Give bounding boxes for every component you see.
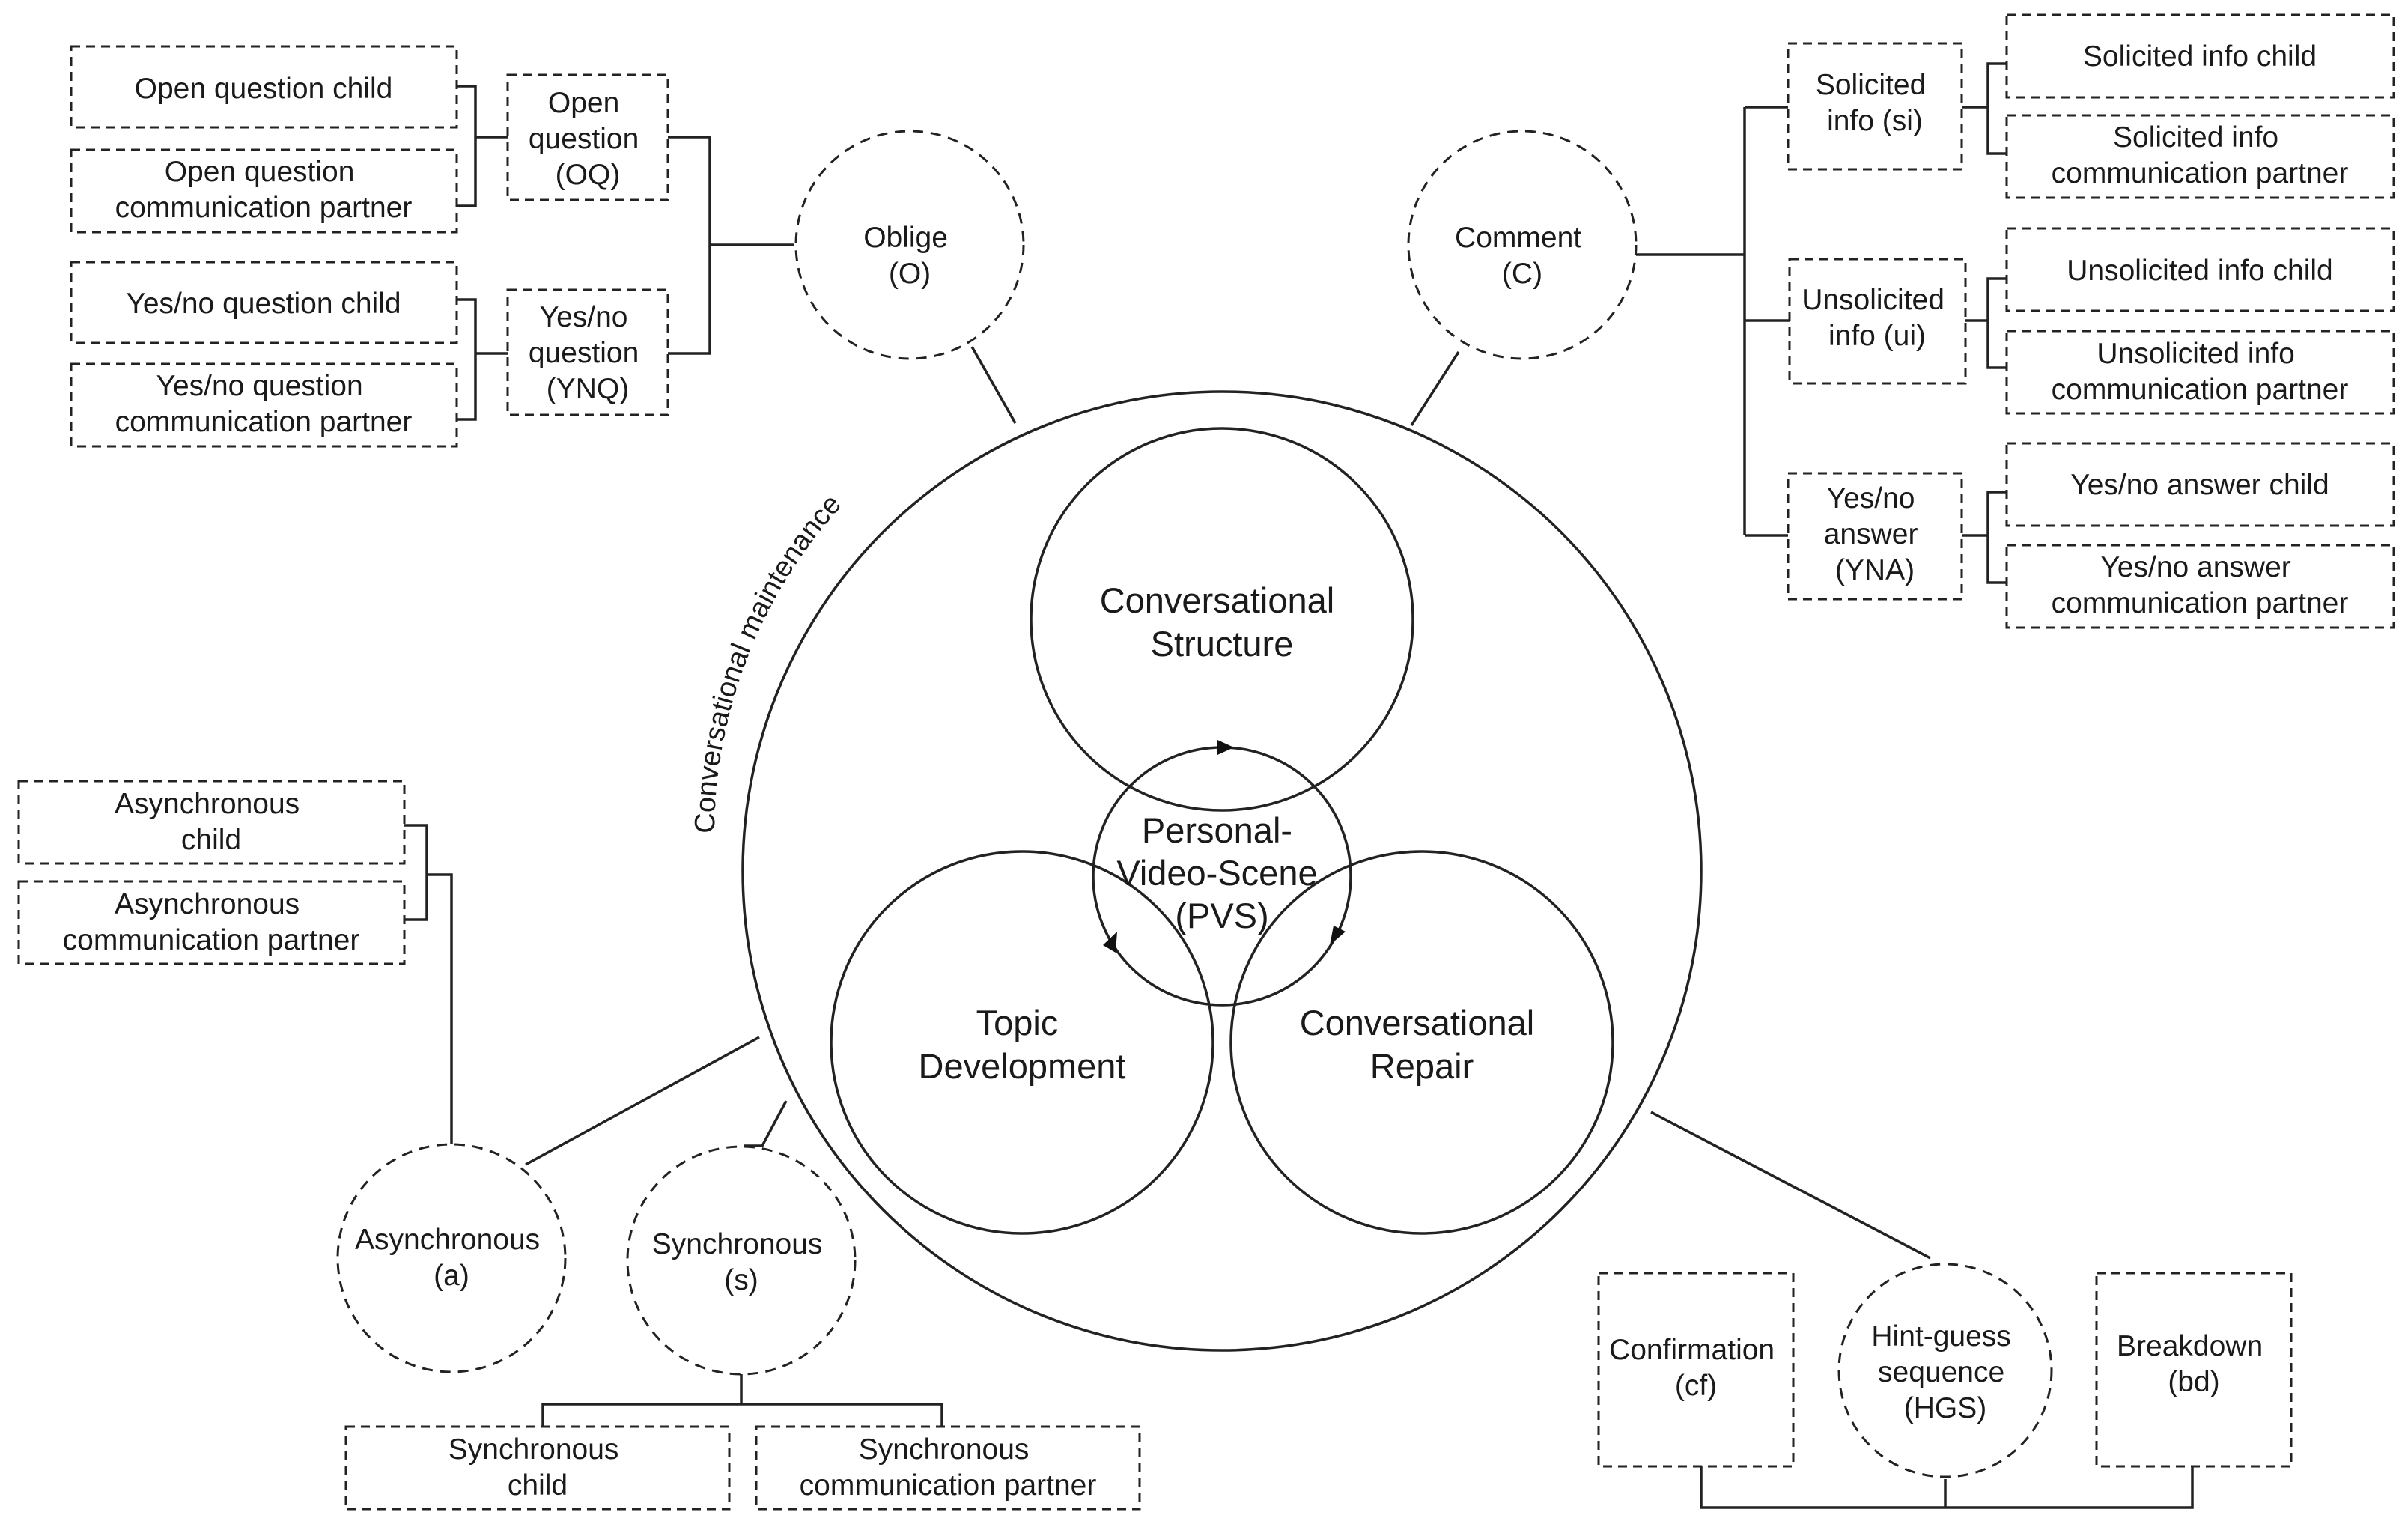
yna-partner-label: Yes/no answer communication partner bbox=[2052, 551, 2349, 619]
si-children-bracket bbox=[1962, 62, 2007, 155]
conversational-repair-circle bbox=[1229, 850, 1614, 1235]
ynq-partner-box bbox=[70, 362, 458, 448]
comment-type-bracket bbox=[1636, 106, 1790, 537]
conversational-maintenance-circle bbox=[741, 390, 1703, 1352]
pvs-label: Personal- Video-Scene (PVS) bbox=[1116, 810, 1327, 935]
oblige-type-bracket bbox=[668, 136, 794, 355]
async-child-box bbox=[17, 780, 406, 865]
cycle-arrow-top-icon bbox=[1217, 740, 1234, 755]
unsolicited-info-box bbox=[1788, 258, 1967, 385]
oblige-to-center-line bbox=[970, 346, 1017, 424]
yna-children-bracket bbox=[1962, 491, 2007, 584]
synchronous-circle bbox=[626, 1145, 857, 1376]
conversational-structure-label: Conversational Structure bbox=[1100, 580, 1345, 664]
oblige-circle bbox=[794, 130, 1025, 360]
si-partner-box bbox=[2005, 114, 2395, 199]
yesno-question-box bbox=[506, 288, 669, 416]
yesno-answer-label: Yes/no answer (YNA) bbox=[1824, 482, 1927, 586]
asynchronous-label: Asynchronous (a) bbox=[355, 1224, 548, 1292]
unsolicited-info-label: Unsolicited info (ui) bbox=[1802, 284, 1953, 352]
repair-branch: Confirmation (cf) Hint-guess sequence (H… bbox=[1597, 1263, 2293, 1478]
confirmation-box bbox=[1597, 1272, 1795, 1468]
cycle-arrow-right-icon bbox=[1330, 926, 1346, 945]
yesno-question-label: Yes/no question (YNQ) bbox=[529, 301, 647, 405]
comment-branch: Comment (C) Solicited info (si) Unsolici… bbox=[1407, 13, 2395, 629]
sync-partner-box bbox=[755, 1425, 1141, 1511]
oq-partner-box bbox=[70, 148, 458, 234]
open-question-label: Open question (OQ) bbox=[529, 87, 647, 191]
solicited-info-label: Solicited info (si) bbox=[1816, 69, 1934, 137]
ui-child-label: Unsolicited info child bbox=[2067, 255, 2333, 287]
oq-child-box bbox=[70, 45, 458, 129]
yna-child-box bbox=[2005, 442, 2395, 527]
async-child-label: Asynchronous child bbox=[115, 788, 308, 856]
oq-children-bracket bbox=[457, 85, 508, 207]
ui-child-box bbox=[2005, 227, 2395, 312]
sync-partner-label: Synchronous communication partner bbox=[800, 1433, 1097, 1502]
solicited-info-box bbox=[1787, 42, 1963, 171]
repair-type-bracket bbox=[1700, 1466, 2194, 1509]
topic-development-label: Topic Development bbox=[919, 1003, 1126, 1086]
ynq-partner-label: Yes/no question communication partner bbox=[115, 370, 413, 438]
timing-branch: Asynchronous child Asynchronous communic… bbox=[17, 780, 1141, 1511]
repair-to-center-line bbox=[1650, 1111, 1931, 1260]
comment-label: Comment (C) bbox=[1455, 222, 1590, 290]
comment-circle bbox=[1407, 130, 1638, 360]
conversational-structure-circle bbox=[1030, 427, 1414, 812]
si-child-label: Solicited info child bbox=[2083, 40, 2317, 73]
hint-guess-label: Hint-guess sequence (HGS) bbox=[1871, 1320, 2019, 1424]
sync-child-box bbox=[344, 1425, 731, 1511]
synchronous-label: Synchronous (s) bbox=[652, 1228, 830, 1296]
oq-child-label: Open question child bbox=[135, 73, 393, 105]
yna-child-label: Yes/no answer child bbox=[2070, 469, 2329, 501]
ynq-child-label: Yes/no question child bbox=[126, 288, 401, 320]
async-children-bracket bbox=[404, 824, 453, 1144]
sync-to-center-line bbox=[744, 1100, 788, 1147]
async-partner-label: Asynchronous communication partner bbox=[63, 888, 360, 956]
si-partner-label: Solicited info communication partner bbox=[2052, 121, 2349, 189]
hint-guess-circle bbox=[1837, 1263, 2053, 1478]
si-child-box bbox=[2005, 13, 2395, 99]
conversational-repair-label: Conversational Repair bbox=[1300, 1003, 1545, 1086]
yesno-answer-box bbox=[1787, 472, 1963, 601]
sync-children-bracket bbox=[541, 1374, 943, 1427]
oblige-branch: Oblige (O) Open question (OQ) Yes/no que… bbox=[70, 45, 1025, 448]
asynchronous-circle bbox=[336, 1143, 567, 1373]
topic-development-circle bbox=[830, 850, 1214, 1235]
ui-partner-label: Unsolicited info communication partner bbox=[2052, 338, 2349, 406]
cycle-arrow-left-icon bbox=[1103, 932, 1117, 953]
conversational-maintenance-label: Conversational maintenance bbox=[690, 488, 848, 834]
ui-partner-box bbox=[2005, 330, 2395, 415]
ynq-child-box bbox=[70, 261, 458, 344]
oq-partner-label: Open question communication partner bbox=[115, 156, 413, 224]
breakdown-box bbox=[2095, 1272, 2293, 1468]
sync-child-label: Synchronous child bbox=[449, 1433, 627, 1502]
yna-partner-box bbox=[2005, 544, 2395, 629]
ui-children-bracket bbox=[1965, 277, 2007, 369]
comment-to-center-line bbox=[1410, 351, 1460, 426]
oblige-label: Oblige (O) bbox=[863, 222, 956, 290]
async-to-center-line bbox=[525, 1036, 760, 1166]
async-partner-box bbox=[17, 880, 406, 965]
confirmation-label: Confirmation (cf) bbox=[1609, 1334, 1783, 1402]
breakdown-label: Breakdown (bd) bbox=[2117, 1330, 2271, 1398]
open-question-box bbox=[506, 73, 669, 201]
ynq-children-bracket bbox=[457, 298, 508, 421]
connector-lines bbox=[404, 62, 2194, 1509]
